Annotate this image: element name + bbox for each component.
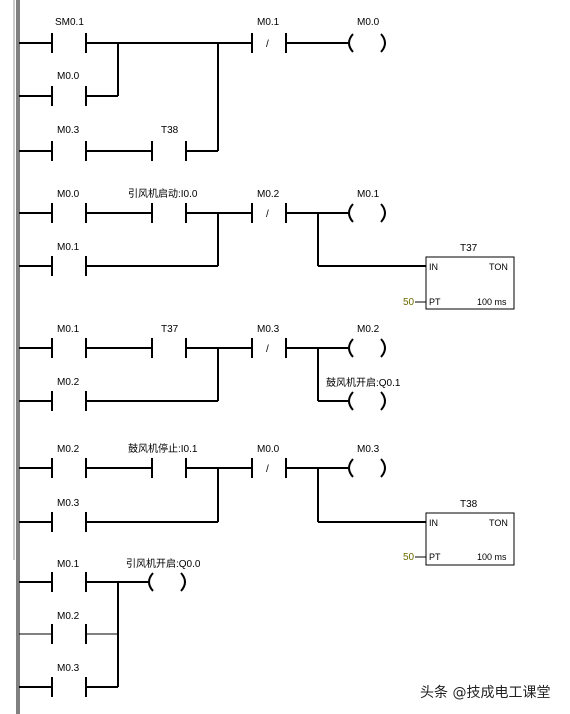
contact-label: M0.1 [57, 324, 80, 335]
timer-pt: PT [429, 297, 441, 307]
network-3 [19, 338, 386, 411]
contact-label: M0.1 [57, 242, 80, 253]
timer-base: 100 ms [477, 297, 507, 307]
contact-label: M0.1 [257, 17, 280, 28]
coil-label: 鼓风机开启:Q0.1 [326, 376, 401, 389]
contact-label: M0.2 [257, 189, 280, 200]
timer-pt-value: 50 [403, 297, 415, 308]
nc-symbol: / [266, 344, 269, 355]
timer-in: IN [429, 518, 438, 528]
contact-label: 引风机启动:I0.0 [128, 187, 198, 200]
contact-label: M0.2 [57, 444, 80, 455]
contact-label: SM0.1 [55, 17, 84, 28]
network-4 [19, 458, 515, 566]
network-1 [19, 33, 386, 161]
nc-symbol: / [266, 39, 269, 50]
timer-ton: TON [489, 518, 508, 528]
coil-label: M0.2 [357, 324, 380, 335]
contact-label: M0.3 [57, 663, 80, 674]
contact-label: M0.2 [57, 377, 80, 388]
contact-label: M0.3 [57, 125, 80, 136]
contact-label: M0.0 [57, 189, 80, 200]
contact-label: M0.2 [57, 611, 80, 622]
network-5 [19, 572, 186, 697]
contact-label: M0.1 [57, 559, 80, 570]
timer-box [425, 512, 515, 566]
coil-label: 引风机开启:Q0.0 [126, 557, 201, 570]
coil-label: M0.3 [357, 444, 380, 455]
contact-label: M0.3 [257, 324, 280, 335]
network-2 [19, 203, 515, 310]
timer-base: 100 ms [477, 552, 507, 562]
watermark: 头条 @技成电工课堂 [420, 684, 550, 701]
timer-name: T38 [460, 499, 478, 510]
contact-label: 鼓风机停止:I0.1 [128, 442, 198, 455]
nc-symbol: / [266, 464, 269, 475]
timer-pt-value: 50 [403, 552, 415, 563]
contact-label: M0.3 [57, 498, 80, 509]
timer-name: T37 [460, 243, 478, 254]
contact-label: T38 [161, 125, 179, 136]
coil-label: M0.1 [357, 189, 380, 200]
coil-label: M0.0 [357, 17, 380, 28]
nc-symbol: / [266, 209, 269, 220]
timer-pt: PT [429, 552, 441, 562]
timer-box [425, 256, 515, 310]
timer-ton: TON [489, 262, 508, 272]
contact-label: T37 [161, 324, 179, 335]
contact-label: M0.0 [257, 444, 280, 455]
contact-label: M0.0 [57, 71, 80, 82]
timer-in: IN [429, 262, 438, 272]
